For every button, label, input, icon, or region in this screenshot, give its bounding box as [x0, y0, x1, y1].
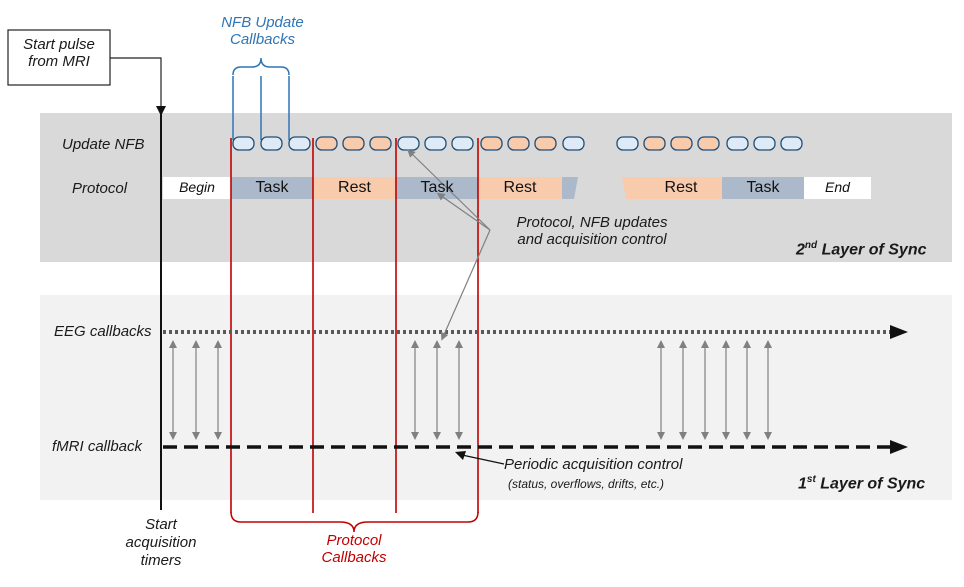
- layer1-panel: [40, 295, 952, 500]
- nfb-pill: [451, 136, 474, 151]
- nfb-pill: [232, 136, 255, 151]
- nfb-pill: [534, 136, 557, 151]
- nfb-pill: [643, 136, 666, 151]
- nfb-pill: [726, 136, 749, 151]
- start-pulse-connector: [110, 57, 162, 110]
- periodic-note: Periodic acquisition control: [504, 456, 683, 473]
- nfb-pill: [562, 136, 585, 151]
- layer1-title: 1st Layer of Sync: [798, 474, 926, 493]
- start-pulse-label: Start pulse from MRI: [23, 36, 95, 71]
- nfb-pill: [369, 136, 392, 151]
- nfb-pill: [507, 136, 530, 151]
- protocol-bar: [163, 177, 871, 199]
- sync-arrows: [169, 340, 772, 440]
- nfb-pill: [780, 136, 803, 151]
- nfb-pill: [424, 136, 447, 151]
- nfb-update-pills: [232, 136, 803, 151]
- protocol-task-3: Task: [746, 179, 780, 196]
- nfb-pill: [670, 136, 693, 151]
- nfb-pill: [342, 136, 365, 151]
- layer2-title: 2nd Layer of Sync: [796, 240, 927, 259]
- protocol-note: Protocol, NFB updates and acquisition co…: [516, 214, 668, 249]
- nfb-pill: [260, 136, 283, 151]
- periodic-note-sub: (status, overflows, drifts, etc.): [508, 477, 665, 491]
- protocol-begin: Begin: [179, 179, 215, 195]
- protocol-brace: [230, 511, 479, 533]
- nfb-pill: [616, 136, 639, 151]
- nfb-pill: [480, 136, 503, 151]
- nfb-pill: [697, 136, 720, 151]
- protocol-label: Protocol: [72, 180, 128, 197]
- protocol-end: End: [825, 179, 850, 195]
- protocol-rest-1: Rest: [338, 179, 371, 196]
- protocol-task-1: Task: [255, 179, 289, 196]
- fmri-callback-label: fMRI callback: [52, 438, 143, 455]
- eeg-callbacks-label: EEG callbacks: [54, 323, 152, 340]
- nfb-pill: [288, 136, 311, 151]
- protocol-task-2: Task: [420, 179, 454, 196]
- nfb-brace: [232, 57, 290, 76]
- nfb-update-callbacks-label: NFB Update Callbacks: [221, 14, 304, 49]
- protocol-rest-2: Rest: [503, 179, 537, 196]
- nfb-pill: [753, 136, 776, 151]
- nfb-pill: [397, 136, 420, 151]
- protocol-rest-3: Rest: [664, 179, 698, 196]
- protocol-callbacks-label: Protocol Callbacks: [321, 532, 387, 567]
- update-nfb-label: Update NFB: [62, 136, 145, 153]
- nfb-pill: [315, 136, 338, 151]
- start-timers-label: Start acquisition timers: [125, 516, 197, 569]
- start-pulse-box: [7, 29, 111, 86]
